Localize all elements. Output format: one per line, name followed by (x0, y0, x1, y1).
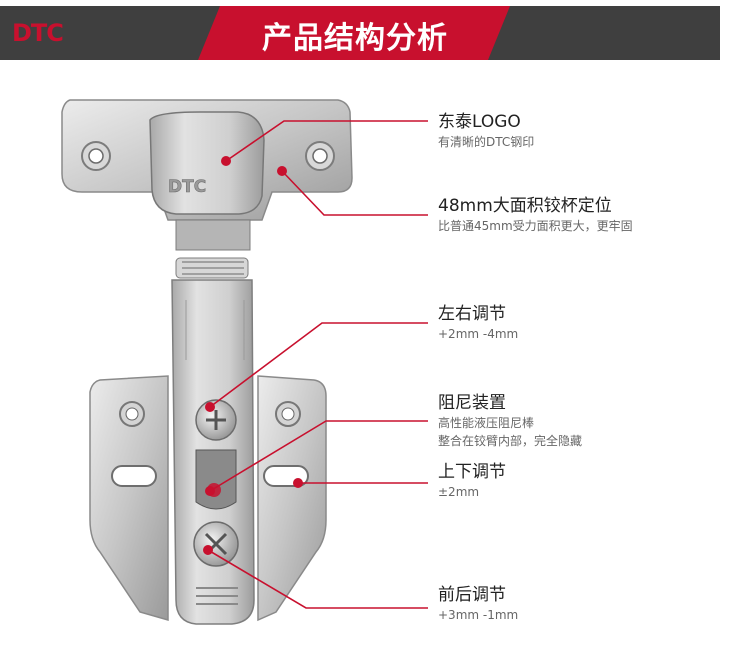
annotation-detail: 比普通45mm受力面积更大，更牢固 (438, 219, 633, 233)
annotation-title: 东泰LOGO (438, 112, 521, 132)
annotation-damper: 阻尼装置 高性能液压阻尼棒 整合在铰臂内部，完全隐藏 (438, 392, 582, 450)
brand-logo: DTC (12, 19, 64, 47)
annotation-cup: 48mm大面积铰杯定位 比普通45mm受力面积更大，更牢固 (438, 195, 633, 235)
annotation-detail: +3mm -1mm (438, 608, 519, 622)
annotation-logo: 东泰LOGO 有清晰的DTC钢印 (438, 111, 534, 151)
title-plate (198, 6, 510, 60)
hinge-product-image: DTC (61, 99, 353, 625)
dtc-stamp: DTC (168, 177, 206, 197)
hinge-cup-plate: DTC (61, 99, 353, 221)
annotation-detail: ±2mm (438, 485, 480, 499)
annotation-left-right: 左右调节 +2mm -4mm (438, 303, 518, 343)
annotation-detail: +2mm -4mm (438, 327, 519, 341)
annotation-up-down: 上下调节 ±2mm (438, 461, 506, 501)
annotation-detail: 整合在铰臂内部，完全隐藏 (438, 434, 583, 448)
hinge-knuckle (175, 219, 251, 279)
annotation-title: 48mm大面积铰杯定位 (438, 196, 612, 216)
header-banner: DTC 产品结构分析 (0, 0, 733, 62)
annotation-front-back: 前后调节 +3mm -1mm (438, 584, 518, 624)
hinge-arm (171, 279, 255, 625)
annotation-title: 左右调节 (438, 304, 506, 324)
annotation-detail: 有清晰的DTC钢印 (438, 135, 535, 149)
annotation-title: 阻尼装置 (438, 393, 506, 413)
page-title: 产品结构分析 (262, 21, 448, 56)
annotation-title: 上下调节 (438, 462, 506, 482)
annotation-detail: 高性能液压阻尼棒 (438, 416, 535, 430)
annotation-title: 前后调节 (438, 585, 506, 605)
